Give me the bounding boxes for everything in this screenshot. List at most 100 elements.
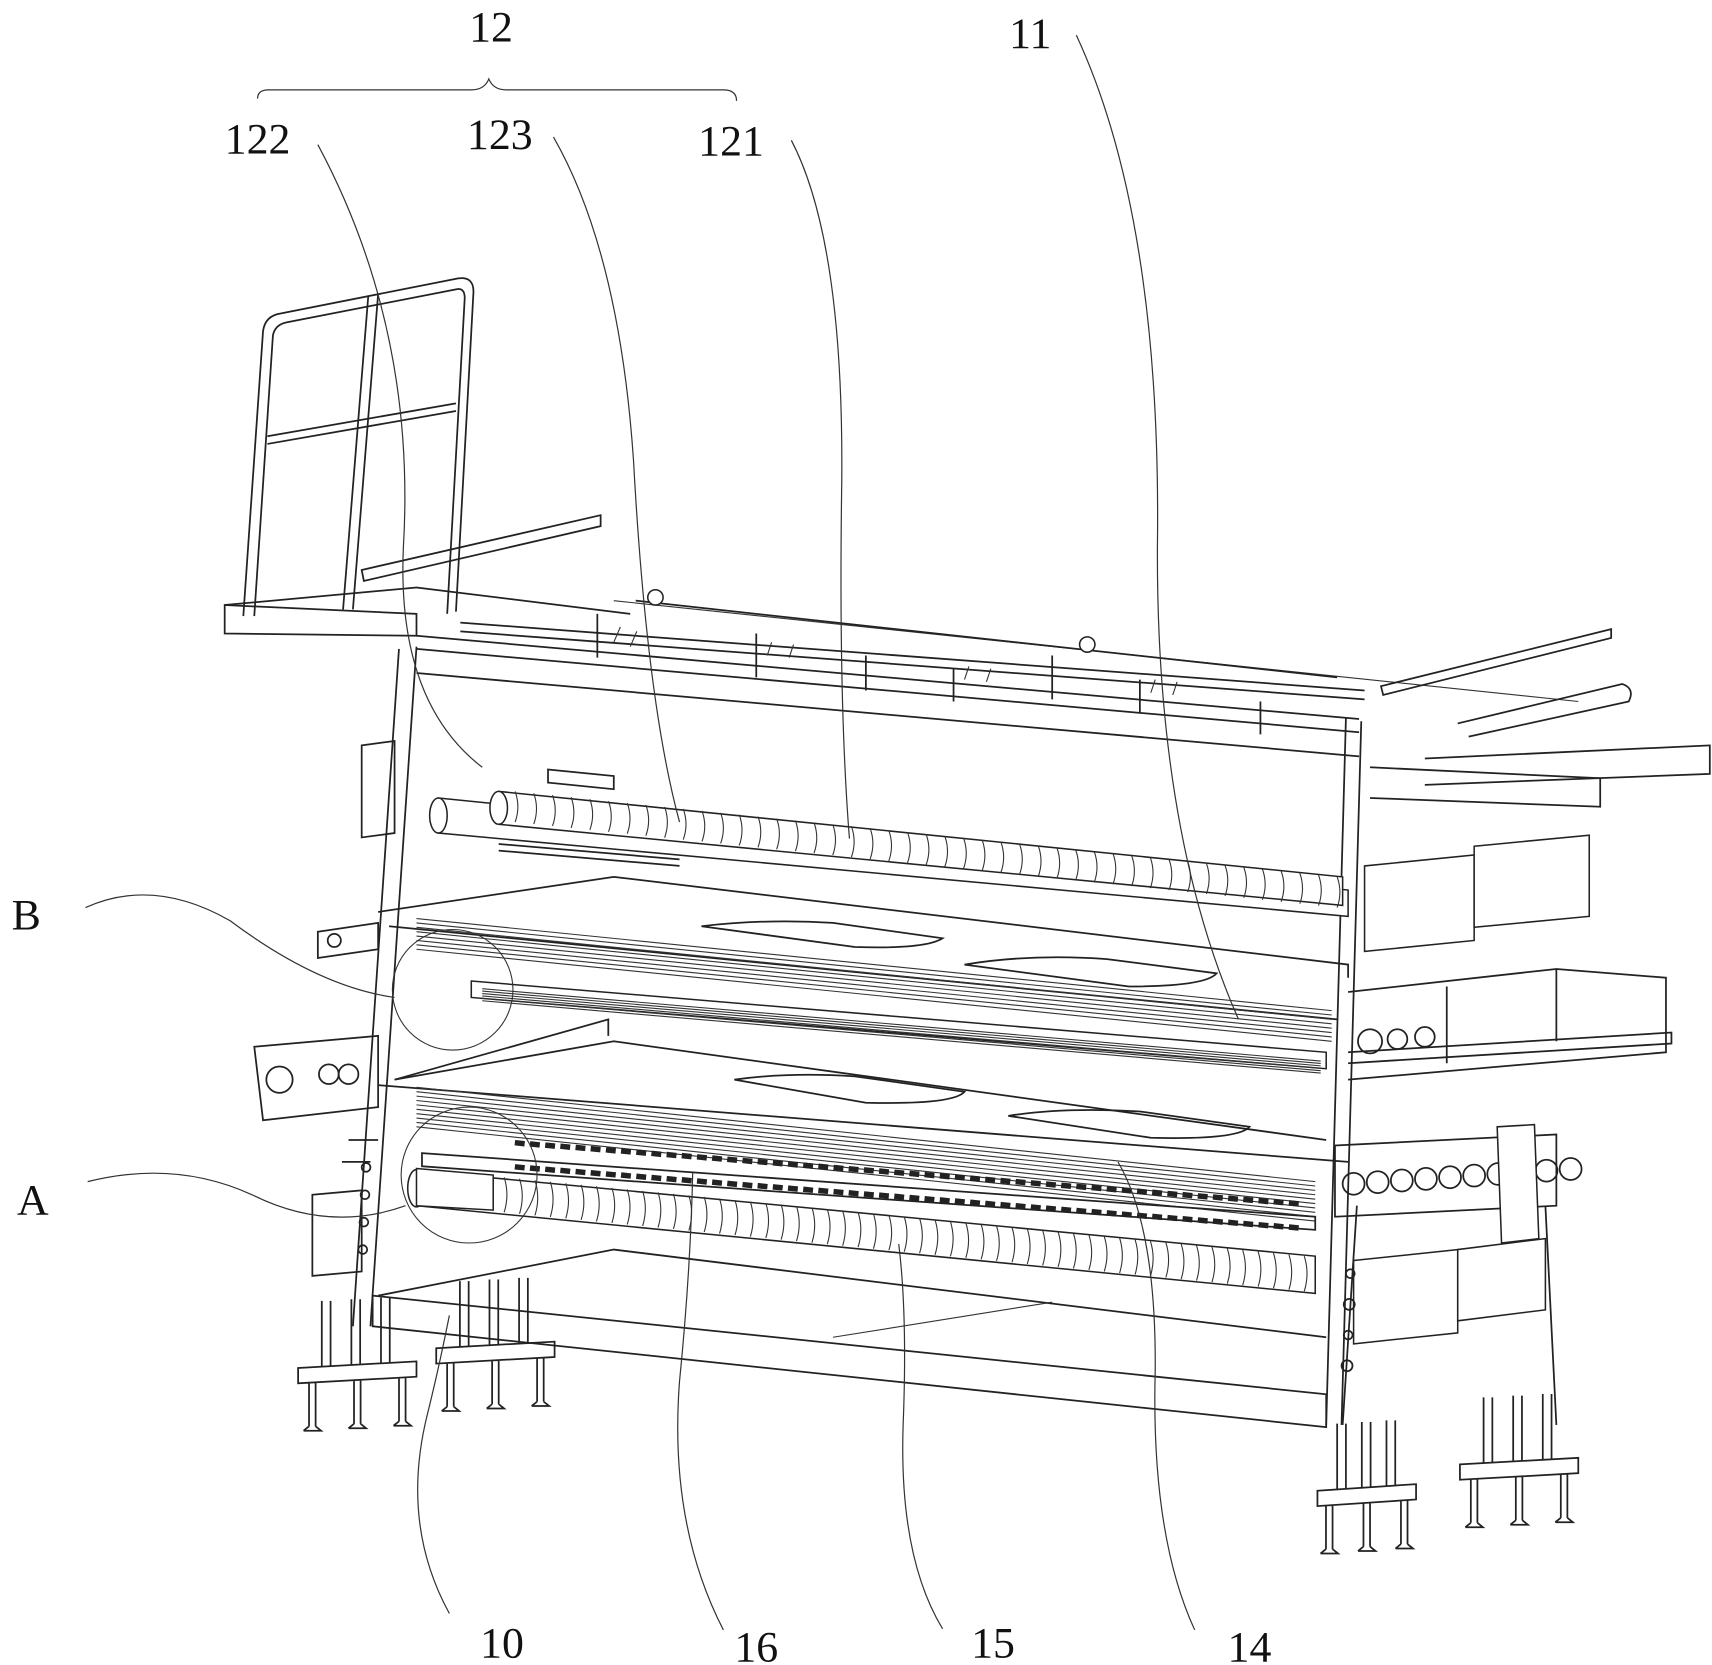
label-b: B — [12, 892, 41, 940]
belt-slat — [696, 1154, 708, 1161]
belt-slat — [757, 1182, 768, 1190]
belt-slat — [529, 1165, 541, 1172]
gear-wheel — [1462, 1163, 1486, 1188]
belt-slat — [878, 1192, 890, 1199]
reference-labels: 12 122 123 121 11 B A 10 16 15 14 — [12, 4, 1272, 1665]
gear-wheel — [1341, 1171, 1366, 1196]
belt-slat — [544, 1166, 556, 1173]
gear-wheel — [1438, 1165, 1462, 1190]
belt-slat — [863, 1167, 875, 1174]
belt-slat — [939, 1197, 950, 1204]
belt-slat — [590, 1169, 601, 1177]
belt-slat — [636, 1149, 647, 1156]
belt-slat — [1076, 1207, 1087, 1215]
belt-slat — [544, 1142, 556, 1149]
belt-slat — [575, 1168, 586, 1176]
belt-slat — [605, 1171, 617, 1178]
belt-slat — [1182, 1191, 1193, 1199]
belt-slat — [772, 1184, 783, 1191]
belt-slat — [1000, 1177, 1011, 1185]
belt-slat — [1030, 1204, 1041, 1211]
belt-slat — [1242, 1220, 1254, 1228]
gear-wheel — [1558, 1157, 1583, 1181]
belt-slat — [1227, 1195, 1239, 1202]
belt-slat — [787, 1185, 799, 1192]
leader-16 — [677, 1172, 724, 1631]
belt-slat — [1258, 1221, 1269, 1229]
belt-slat — [1091, 1208, 1102, 1216]
belt-slat — [514, 1139, 525, 1147]
left-mechanisms — [253, 739, 396, 1277]
belt-slat — [924, 1171, 935, 1179]
belt-slat — [681, 1177, 692, 1184]
belt-slat — [560, 1167, 571, 1175]
belt-slat — [848, 1165, 859, 1173]
belt-slat — [924, 1195, 935, 1203]
belt-slat — [666, 1175, 677, 1183]
belt-slat — [742, 1157, 753, 1165]
belt-slat — [1288, 1224, 1299, 1231]
support-foot — [1316, 1420, 1417, 1555]
belt-slat — [529, 1141, 541, 1148]
belt-slat — [909, 1194, 920, 1202]
support-foot — [297, 1297, 418, 1432]
label-123: 123 — [467, 111, 533, 159]
leader-11 — [1075, 34, 1240, 1020]
belt-slat — [894, 1169, 905, 1176]
middle-shelf — [378, 980, 1349, 1163]
belt-slat — [894, 1193, 905, 1201]
belt-slat — [1106, 1185, 1117, 1193]
belt-slat — [726, 1180, 738, 1188]
gear-wheel — [1365, 1170, 1390, 1194]
leader-123 — [552, 136, 681, 823]
belt-slat — [1000, 1201, 1011, 1209]
belt-slat — [1167, 1190, 1178, 1198]
belt-slat — [969, 1175, 981, 1182]
belt-slat — [1045, 1205, 1057, 1212]
label-11: 11 — [1009, 10, 1051, 58]
belt-slat — [1030, 1180, 1041, 1187]
gear-wheel — [1534, 1158, 1559, 1183]
belt-slat — [1136, 1188, 1148, 1195]
belt-slat — [954, 1198, 966, 1205]
belt-slat — [909, 1170, 920, 1178]
leader-121 — [790, 140, 851, 839]
upper-roller-assembly — [428, 768, 1349, 918]
belt-slat — [863, 1191, 875, 1198]
detail-circle-b — [391, 928, 514, 1051]
belt-slat — [1091, 1184, 1102, 1192]
label-15: 15 — [971, 1619, 1015, 1665]
belt-slat — [620, 1148, 632, 1155]
top-platform — [223, 514, 1711, 808]
belt-slat — [1227, 1219, 1239, 1227]
belt-slat — [802, 1186, 814, 1194]
label-121: 121 — [698, 118, 764, 166]
belt-slat — [742, 1181, 753, 1189]
belt-slat — [954, 1174, 966, 1181]
belt-slat — [1015, 1202, 1026, 1210]
gear-wheel — [1389, 1168, 1414, 1193]
support-foot — [1459, 1394, 1580, 1529]
belt-slat — [711, 1179, 723, 1186]
upper-shelf — [378, 876, 1349, 1042]
guardrail — [242, 277, 475, 617]
belt-slat — [651, 1150, 662, 1158]
belt-slat — [848, 1190, 859, 1197]
belt-slat — [1212, 1194, 1224, 1201]
leader-14 — [1117, 1161, 1196, 1631]
belt-slat — [818, 1187, 829, 1195]
belt-slat — [1273, 1223, 1284, 1230]
belt-slat — [1151, 1189, 1163, 1196]
leader-122 — [317, 144, 483, 768]
belt-slat — [833, 1164, 844, 1172]
belt-slat — [1121, 1187, 1132, 1194]
belt-slat — [651, 1174, 662, 1182]
belt-slat — [1060, 1182, 1072, 1189]
belt-slat — [1015, 1178, 1026, 1186]
belt-slat — [605, 1147, 617, 1154]
belt-slat — [984, 1176, 996, 1184]
detail-circle-a — [400, 1106, 538, 1244]
leader-15 — [898, 1244, 944, 1630]
leader-b — [85, 894, 395, 999]
